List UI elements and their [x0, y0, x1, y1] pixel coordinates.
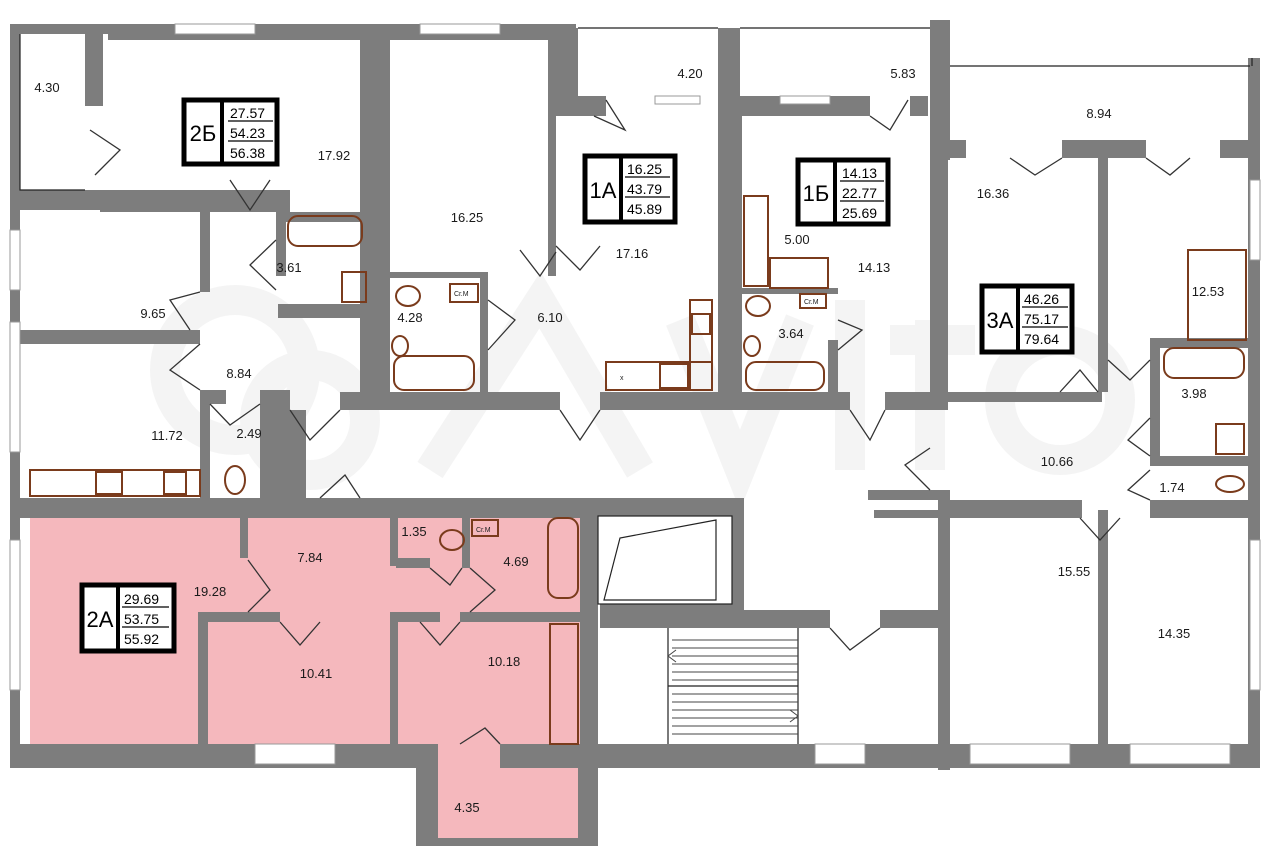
living-area: 27.57 [230, 105, 265, 121]
total-area: 54.23 [230, 125, 265, 141]
total-area: 75.17 [1024, 311, 1059, 327]
room-area: 17.16 [616, 246, 649, 261]
room-area: 5.00 [784, 232, 809, 247]
total-area: 43.79 [627, 181, 662, 197]
total-area-with-balcony: 79.64 [1024, 331, 1059, 347]
apartment-name: 2А [87, 607, 114, 632]
room-area: 15.55 [1058, 564, 1091, 579]
room-area: 14.13 [858, 260, 891, 275]
meter-labels: Сг.М Сг.М Сг.М x [454, 291, 819, 534]
meter-label: Сг.М [804, 299, 819, 306]
room-area: 4.30 [34, 80, 59, 95]
total-area-with-balcony: 55.92 [124, 631, 159, 647]
apartment-name: 2Б [190, 121, 217, 146]
kitchen-x-mark: x [620, 375, 624, 382]
room-area: 2.49 [236, 426, 261, 441]
meter-label: Сг.М [476, 527, 491, 534]
room-area: 14.35 [1158, 626, 1191, 641]
living-area: 46.26 [1024, 291, 1059, 307]
room-area: 3.64 [778, 326, 803, 341]
living-area: 14.13 [842, 165, 877, 181]
room-area: 7.84 [297, 550, 322, 565]
room-area: 4.28 [397, 310, 422, 325]
apartment-name: 1А [590, 178, 617, 203]
apartment-label-3a: 3А 46.26 75.17 79.64 [979, 283, 1075, 355]
apartment-label-2a: 2А 29.69 53.75 55.92 [79, 582, 177, 654]
fixtures [29, 195, 1247, 745]
room-area: 3.98 [1181, 386, 1206, 401]
room-area: 4.35 [454, 800, 479, 815]
room-area: 16.25 [451, 210, 484, 225]
room-areas: 4.30 17.92 3.61 9.65 8.84 11.72 2.49 16.… [34, 66, 1224, 815]
windows [9, 23, 1261, 765]
total-area: 53.75 [124, 611, 159, 627]
apartment-label-1a: 1А 16.25 43.79 45.89 [582, 153, 678, 225]
apartment-name: 3А [987, 308, 1014, 333]
room-area: 1.35 [401, 524, 426, 539]
thin-lines [19, 27, 1253, 744]
meter-label: Сг.М [454, 291, 469, 298]
apartment-name: 1Б [803, 181, 830, 206]
room-area: 8.94 [1086, 106, 1111, 121]
room-area: 16.36 [977, 186, 1010, 201]
living-area: 29.69 [124, 591, 159, 607]
apartment-label-2b: 2Б 27.57 54.23 56.38 [181, 97, 280, 167]
room-area: 1.74 [1159, 480, 1184, 495]
room-area: 12.53 [1192, 284, 1225, 299]
room-area: 17.92 [318, 148, 351, 163]
room-area: 10.18 [488, 654, 521, 669]
room-area: 8.84 [226, 366, 251, 381]
watermark [150, 271, 1135, 511]
apartment-label-1b: 1Б 14.13 22.77 25.69 [795, 157, 891, 227]
total-area: 22.77 [842, 185, 877, 201]
living-area: 16.25 [627, 161, 662, 177]
total-area-with-balcony: 56.38 [230, 145, 265, 161]
room-area: 6.10 [537, 310, 562, 325]
staircase [667, 639, 799, 735]
room-area: 11.72 [151, 428, 183, 443]
total-area-with-balcony: 45.89 [627, 201, 662, 217]
room-area: 4.69 [503, 554, 528, 569]
room-area: 4.20 [677, 66, 702, 81]
room-area: 10.66 [1041, 454, 1074, 469]
doors [89, 99, 1191, 745]
total-area-with-balcony: 25.69 [842, 205, 877, 221]
room-area: 3.61 [276, 260, 301, 275]
room-area: 5.83 [890, 66, 915, 81]
room-area: 9.65 [140, 306, 165, 321]
room-area: 10.41 [300, 666, 333, 681]
room-area: 19.28 [194, 584, 227, 599]
